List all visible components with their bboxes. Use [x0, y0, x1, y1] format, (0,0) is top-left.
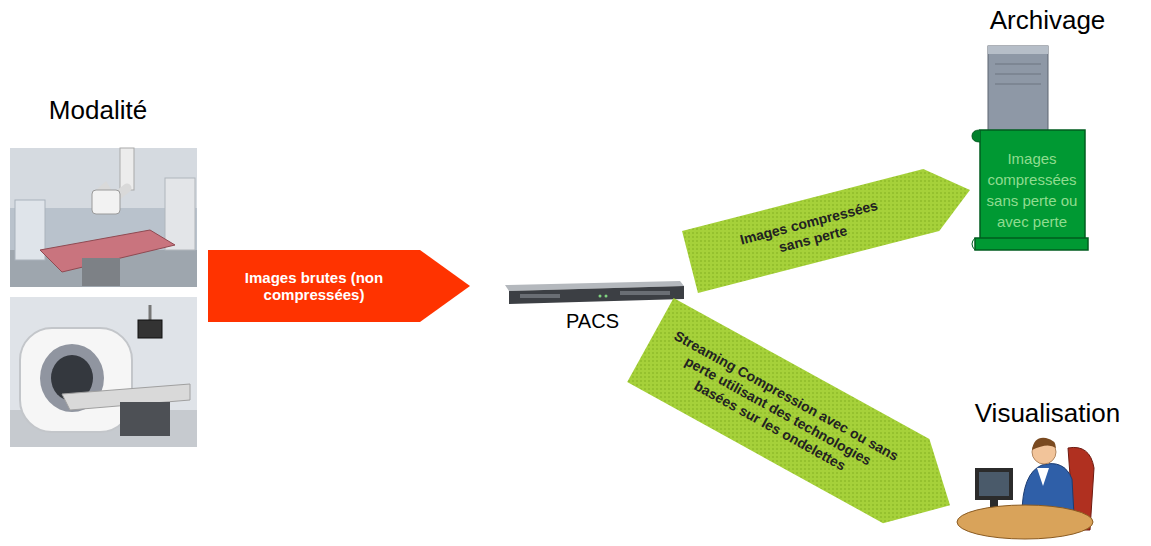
arrow-label: Images brutes (non compressées) — [234, 269, 394, 303]
node-heading: Visualisation — [950, 398, 1145, 429]
pacs-server-icon — [505, 281, 684, 304]
streaming-arrow — [627, 298, 950, 523]
viewer-node: Visualisation — [950, 398, 1145, 543]
node-heading: Archivage — [970, 5, 1125, 36]
archive-scroll — [972, 130, 1088, 250]
archive-tower-icon — [988, 46, 1048, 140]
raw-image-arrow — [208, 250, 470, 322]
node-heading: Modalité — [8, 95, 188, 126]
modality-node: Modalité — [8, 95, 208, 450]
archive-arrow — [682, 169, 970, 293]
viewer-person-icon — [957, 438, 1094, 539]
operating-room-photo — [10, 148, 197, 287]
pacs-node: PACS — [470, 240, 690, 340]
archive-note: Images compressées sans perte ou avec pe… — [982, 148, 1082, 232]
mri-scanner-photo — [10, 297, 197, 447]
arrow-label: Streaming Compression avec ou sans perte… — [654, 327, 902, 495]
archive-node: ArchivageImages compressées sans perte o… — [970, 5, 1145, 255]
arrow-label: Images compressées sans perte — [734, 196, 888, 266]
